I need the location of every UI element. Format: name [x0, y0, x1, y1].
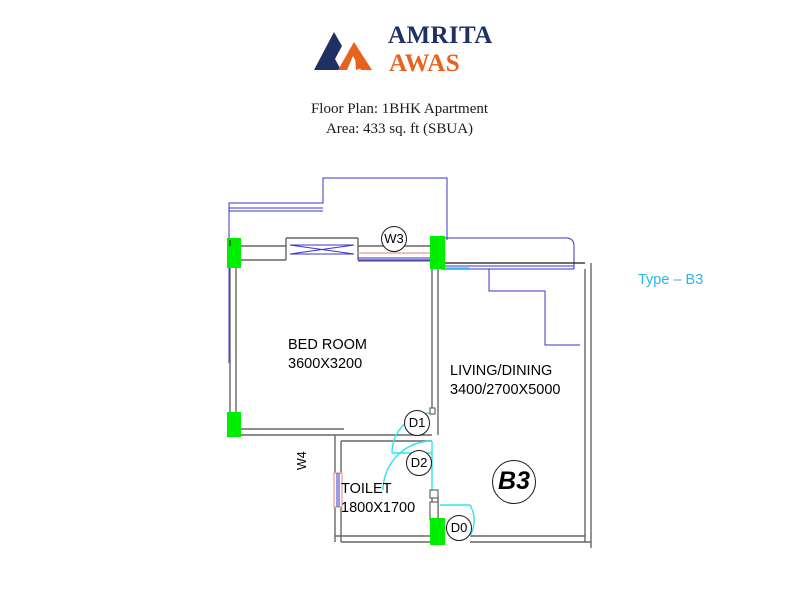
- column-entry-top: [430, 236, 445, 269]
- title-line-plan: Floor Plan: 1BHK Apartment: [310, 101, 489, 117]
- room-name-toilet: TOILET: [341, 481, 392, 497]
- window-w3-glazing: [289, 244, 355, 255]
- page-title: Floor Plan: 1BHK Apartment Area: 433 sq.…: [0, 99, 799, 139]
- page-header: AMRITA AWAS Floor Plan: 1BHK Apartment A…: [0, 0, 799, 150]
- brand-logo: AMRITA AWAS: [312, 22, 493, 77]
- room-dimensions-living-dining: 3400/2700X5000: [450, 382, 561, 398]
- unit-type-badge: B3: [492, 460, 536, 504]
- door-leaves: [429, 407, 439, 521]
- window-w3-rails: [358, 257, 432, 262]
- title-line-area: Area: 433 sq. ft (SBUA): [325, 121, 474, 137]
- door-tag-d2: D2: [406, 450, 432, 476]
- floor-plan-svg: [227, 177, 592, 548]
- door-tag-d1: D1: [404, 410, 430, 436]
- room-label-bedroom: BED ROOM 3600X3200: [288, 336, 367, 374]
- window-w4: [333, 472, 343, 508]
- window-tag-w4: W4: [295, 451, 309, 470]
- room-name-living-dining: LIVING/DINING: [450, 363, 553, 379]
- balcony-outline: [441, 237, 580, 346]
- projection-lines: [228, 177, 448, 363]
- room-dimensions-toilet: 1800X1700: [341, 500, 416, 516]
- unit-type-label: Type – B3: [638, 272, 704, 288]
- room-dimensions-bedroom: 3600X3200: [288, 356, 363, 372]
- column-bedroom-bottom-left: [227, 412, 241, 437]
- room-label-toilet: TOILET 1800X1700: [341, 480, 415, 518]
- brand-name-secondary: AWAS: [389, 50, 461, 77]
- brand-name-primary: AMRITA: [388, 22, 493, 49]
- wall-stubs: [229, 240, 585, 264]
- brand-wordmark: AMRITA AWAS: [388, 22, 493, 77]
- window-tag-w3: W3: [381, 226, 407, 252]
- room-name-bedroom: BED ROOM: [288, 337, 367, 353]
- room-label-living-dining: LIVING/DINING 3400/2700X5000: [450, 362, 560, 400]
- mountain-logo-icon: [312, 24, 384, 70]
- column-entry-bottom: [430, 518, 445, 545]
- door-tag-d0: D0: [446, 515, 472, 541]
- floor-plan-drawing: BED ROOM 3600X3200 LIVING/DINING 3400/27…: [0, 150, 799, 589]
- column-bedroom-top-left: [227, 238, 241, 268]
